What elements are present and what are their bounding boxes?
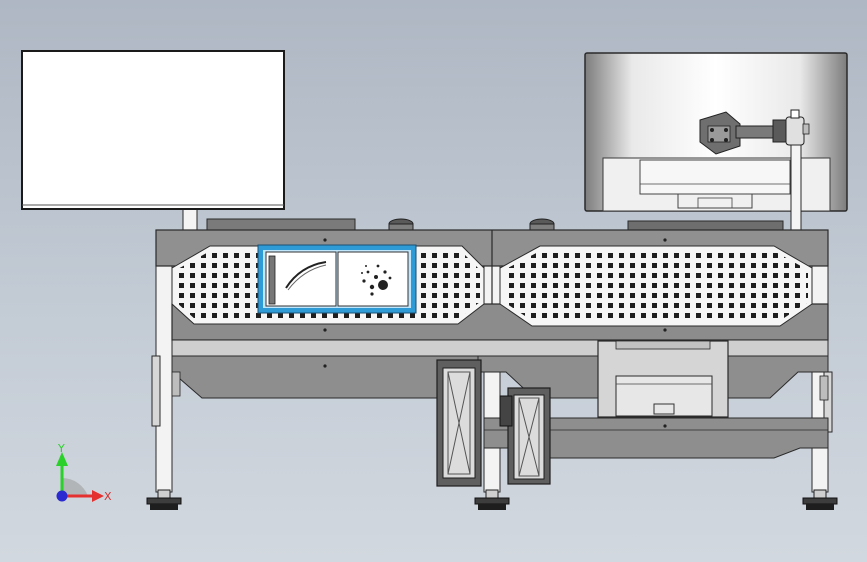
y-axis-label: Y [57,442,65,455]
left-monitor[interactable] [21,50,285,233]
spindle-holes [361,264,392,296]
perforated-panel-right [499,245,813,327]
coordinate-triad: Y X [56,442,112,503]
viewing-window[interactable] [257,244,417,314]
pc-tower[interactable] [597,340,729,418]
leveling-feet [146,489,838,510]
x-axis-label: X [104,490,112,503]
monitor-arm[interactable] [699,109,810,232]
hanging-bracket [436,359,551,487]
top-shelf-components [206,218,784,233]
z-axis-marker [56,490,68,502]
right-monitor[interactable] [584,52,848,232]
